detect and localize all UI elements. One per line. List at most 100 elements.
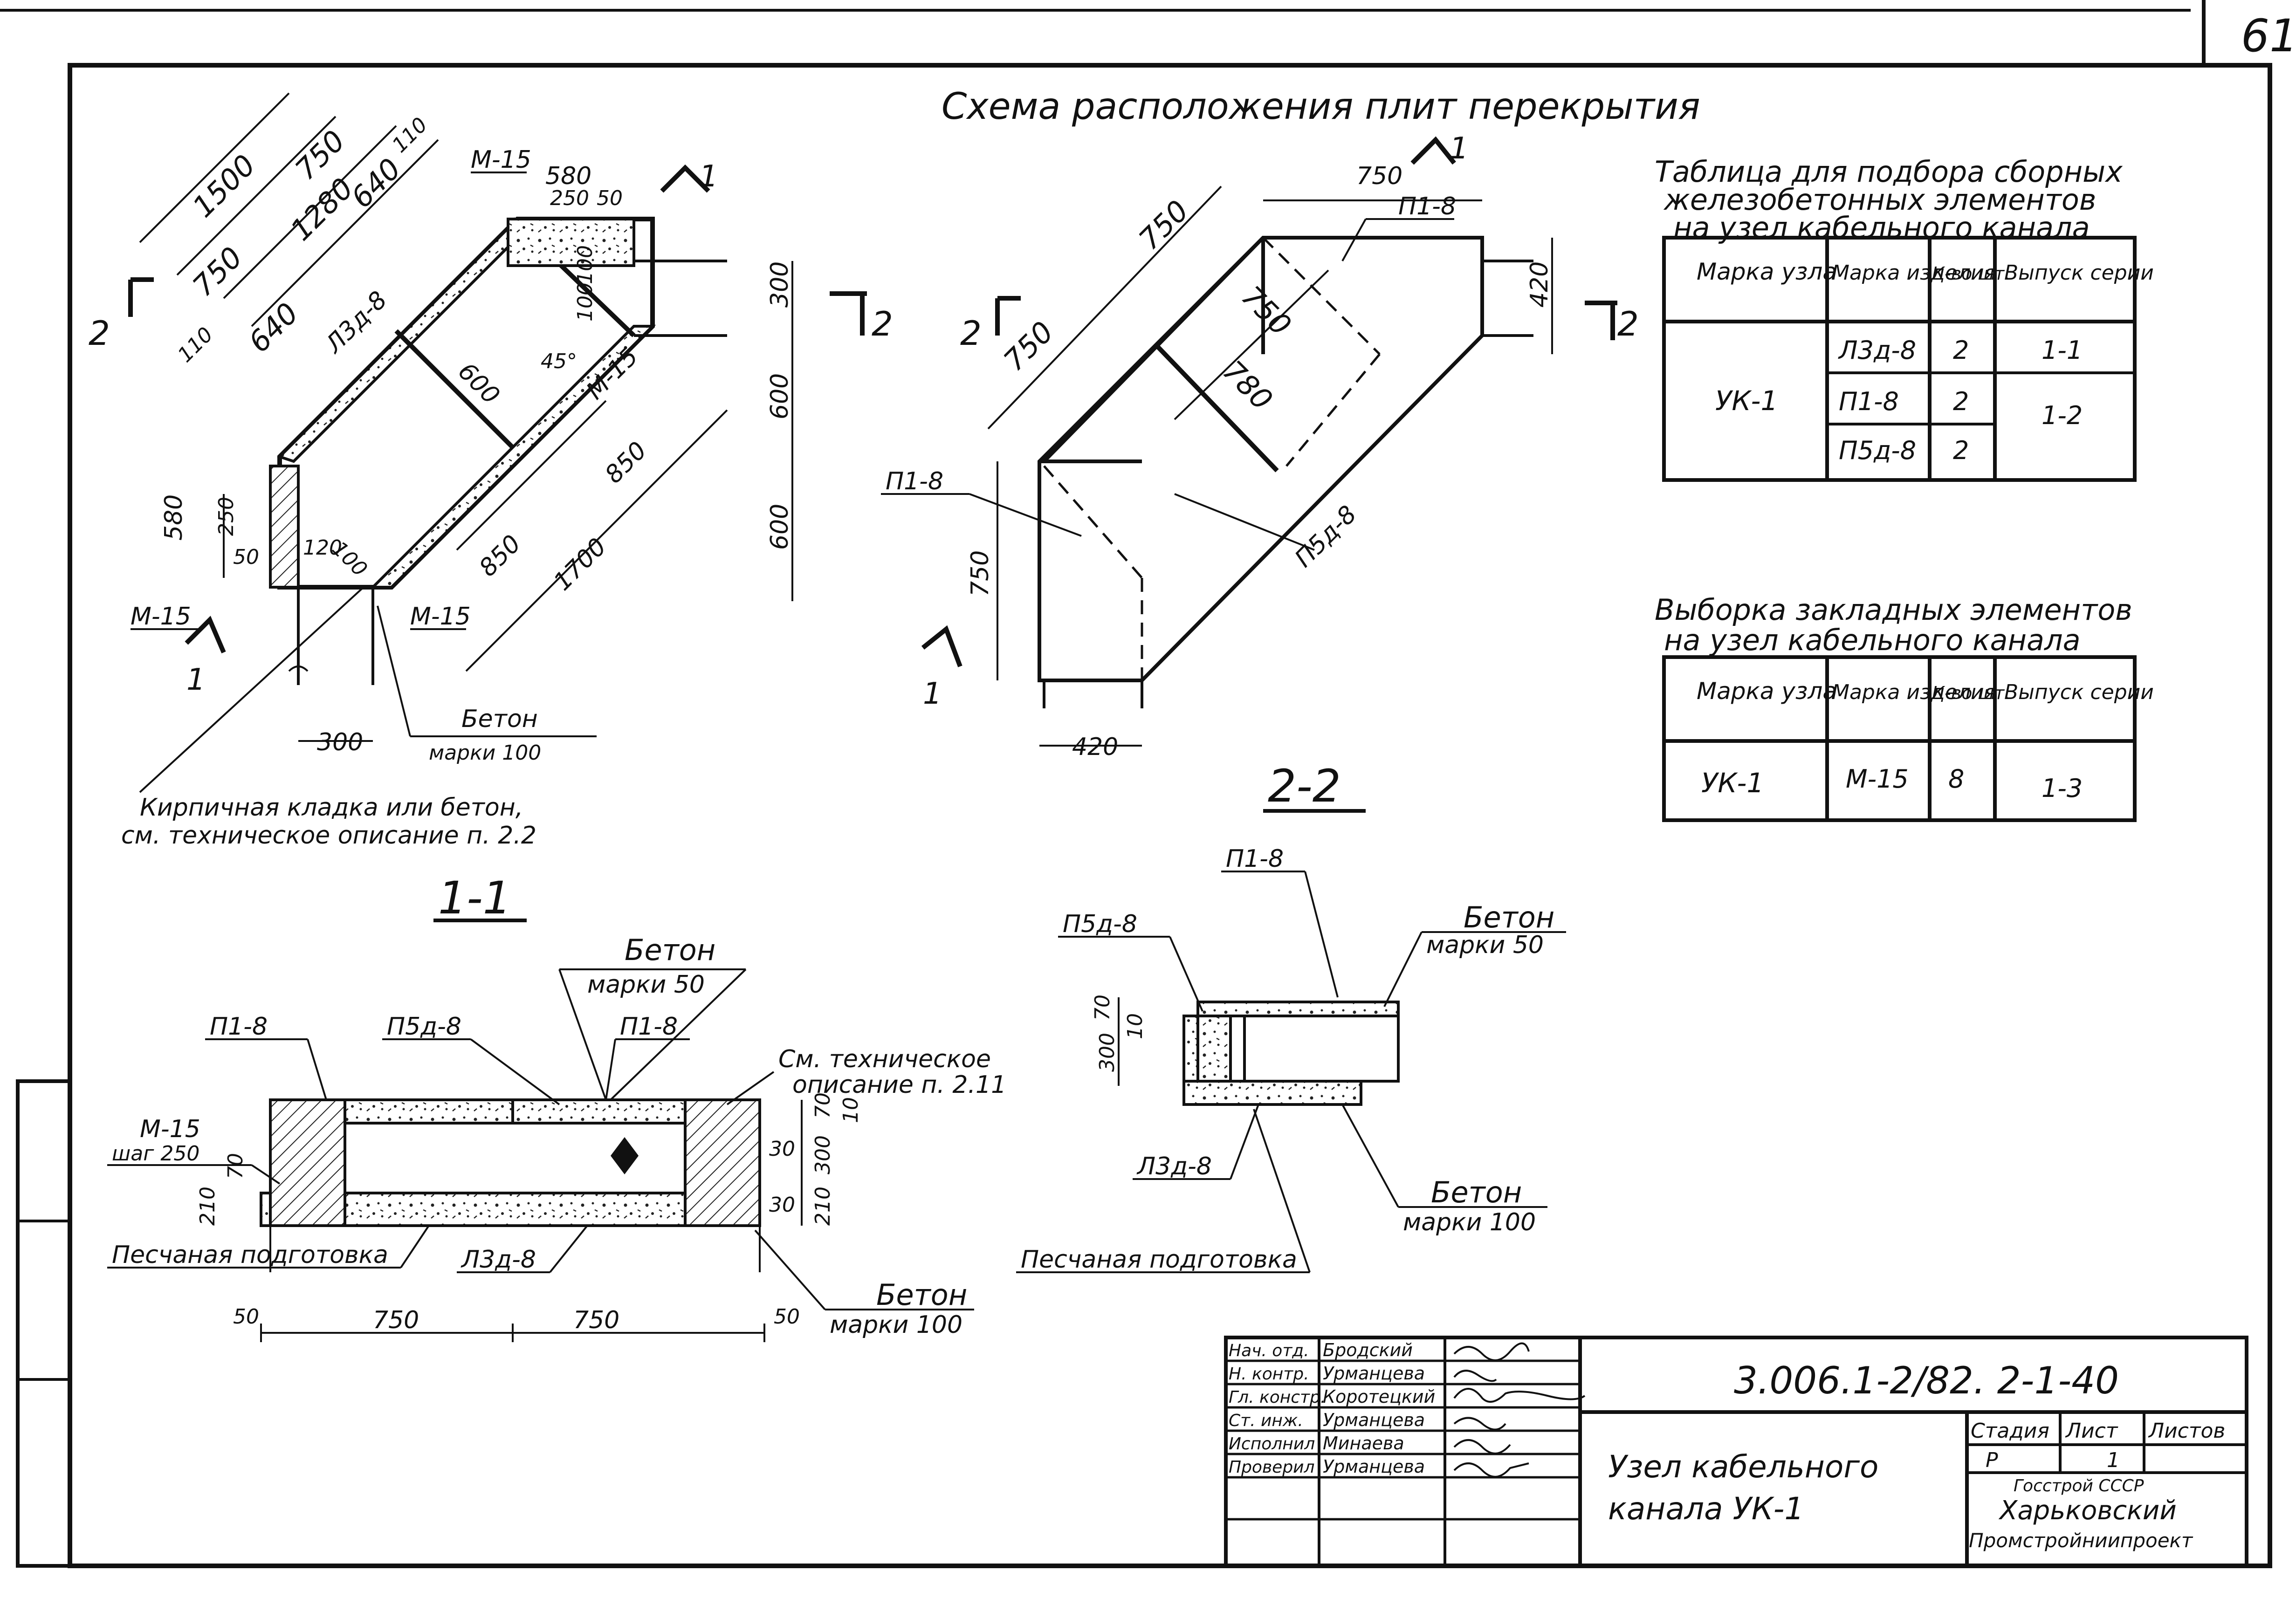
plan-title: Схема расположения плит перекрытия <box>942 86 1700 128</box>
plan2-dim: 750 <box>997 315 1060 377</box>
plan-dim: 300 <box>766 261 794 308</box>
section11-label-beton2-grade: марки 100 <box>830 1311 962 1339</box>
title-block: Нач. отд. Н. контр. Гл. констр. Ст. инж.… <box>1224 1336 2248 1568</box>
section11-dim: 750 <box>573 1306 619 1334</box>
title-block-code: 3.006.1-2/82. 2-1-40 <box>1734 1359 2119 1402</box>
title-block-role: Проверил <box>1229 1458 1315 1477</box>
table-precast-header: Выпуск серии <box>2004 261 2154 285</box>
section11-note-2: описание п. 2.11 <box>792 1071 1006 1099</box>
section22-label-beton: Бетон <box>1464 900 1554 934</box>
section22-bottom-slab <box>1182 1080 1362 1106</box>
plan-dim: 580 <box>545 162 591 190</box>
plan-brick-left <box>269 465 300 589</box>
title-block-org-1: Госстрой СССР <box>2014 1476 2144 1495</box>
plan-label-m15: М-15 <box>131 603 191 631</box>
section11-label-l3d8: Л3д-8 <box>461 1246 536 1274</box>
plan-dim: 1280 <box>284 171 360 247</box>
plan-dim: 600 <box>766 373 794 419</box>
plan2-dim: 750 <box>1132 193 1195 256</box>
table-precast-title-3: на узел кабельного канала <box>1673 211 2090 245</box>
title-block-role: Исполнил <box>1229 1434 1315 1454</box>
plan2-label-p18: П1-8 <box>1398 192 1456 220</box>
plan-dim: 1700 <box>549 533 612 596</box>
section11-dim: 30 <box>769 1193 795 1217</box>
table-embedded-header: К-во шт. <box>1932 683 2010 703</box>
title-block-role: Ст. инж. <box>1229 1411 1303 1430</box>
table-precast-item: Л3д-8 <box>1838 336 1916 365</box>
table-precast-item: П1-8 <box>1839 387 1899 416</box>
plan2-dim: 750 <box>1356 162 1402 190</box>
plan2-dim: 420 <box>1526 261 1554 308</box>
plan-dim: 640 <box>242 296 305 359</box>
section11-label-step: шаг 250 <box>112 1142 199 1166</box>
table-precast-qty: 2 <box>1953 436 1969 465</box>
section22-dim: 10 <box>1123 1013 1147 1039</box>
plan-dim: 750 <box>186 240 249 303</box>
section22-label-p5d8: П5д-8 <box>1063 910 1137 938</box>
section22-label-p18: П1-8 <box>1226 845 1284 873</box>
plan-dim: 250 <box>550 186 589 210</box>
section11-label-beton: Бетон <box>625 933 715 967</box>
plan-dim: 580 <box>160 494 188 541</box>
section11-label-p18b: П1-8 <box>620 1013 678 1041</box>
plan-dim: 850 <box>600 437 653 489</box>
plan2-cut-mark-1-top: 1 <box>1410 131 1469 166</box>
title-block-name: Коротецкий <box>1323 1386 1435 1407</box>
table-embedded-title-2: на узел кабельного канала <box>1664 623 2081 657</box>
section11-note-1: См. техническое <box>778 1045 991 1073</box>
table-precast-node: УК-1 <box>1715 385 1778 417</box>
svg-text:1: 1 <box>1450 131 1469 166</box>
title-block-stage-label: Стадия <box>1971 1419 2049 1443</box>
plan-2-layout: 750 750 750 750 780 420 750 420 П1-8 П1-… <box>881 131 1639 761</box>
plan-dim: 100 <box>573 282 597 322</box>
plan-dim: 50 <box>597 186 623 210</box>
section-1-1: 750 750 50 50 70 10 30 300 210 30 70 210… <box>107 933 1006 1342</box>
table-embedded-qty: 8 <box>1948 764 1964 794</box>
section22-label-beton2-grade: марки 100 <box>1403 1208 1536 1236</box>
plan-m15-block-top <box>507 218 635 267</box>
table-embedded-header: Марка узла <box>1697 678 1837 705</box>
signatures <box>1453 1342 1586 1478</box>
cut-mark-2-right: 2 <box>830 291 893 343</box>
section11-dim: 50 <box>774 1305 800 1329</box>
plan-slab-joint-1 <box>394 329 515 449</box>
table-precast: Таблица для подбора сборных железобетонн… <box>1655 155 2154 482</box>
svg-text:2: 2 <box>872 304 893 343</box>
section-2-2: 70 10 300 П1-8 П5д-8 Бетон марки 50 Л3д-… <box>1016 845 1566 1274</box>
title-block-sheets-label: Листов <box>2148 1419 2225 1443</box>
plan-dim: 750 <box>289 123 351 186</box>
plan-l3d8-wall-bottom <box>369 325 656 589</box>
svg-text:1: 1 <box>699 159 718 194</box>
plan-label-beton-grade: марки 100 <box>429 741 541 765</box>
section22-label-sand: Песчаная подготовка <box>1021 1246 1297 1274</box>
table-precast-title-2: железобетонных элементов <box>1663 183 2096 217</box>
title-block-role: Гл. констр. <box>1229 1388 1326 1407</box>
plan-dim: 640 <box>344 151 407 214</box>
table-precast-qty: 2 <box>1953 336 1969 365</box>
section11-dim: 210 <box>811 1187 835 1226</box>
title-block-name: Бродский <box>1323 1340 1413 1360</box>
section11-left-wall <box>269 1098 346 1227</box>
section11-dim: 210 <box>196 1187 220 1226</box>
plan-dim: 600 <box>766 504 794 550</box>
svg-text:1: 1 <box>923 677 942 711</box>
table-embedded-series: 1-3 <box>2042 774 2083 803</box>
title-block-org-2: Харьковский <box>1998 1495 2177 1526</box>
section22-dim: 300 <box>1095 1033 1119 1072</box>
section22-label-beton2: Бетон <box>1431 1175 1522 1209</box>
section11-dim: 50 <box>233 1305 259 1329</box>
section11-label-p5d8: П5д-8 <box>387 1013 461 1041</box>
cut-mark-2-left: 2 <box>89 277 154 353</box>
section-1-1-title: 1-1 <box>438 872 511 924</box>
section11-dim: 30 <box>769 1137 795 1161</box>
title-block-name: Урманцева <box>1323 1363 1425 1384</box>
cut-mark-1-top: 1 <box>660 159 718 194</box>
plan-dim: 850 <box>474 530 527 583</box>
plan-dim: 250 <box>214 497 238 536</box>
plan-label-m15: М-15 <box>410 603 471 631</box>
section11-top-slab <box>269 1098 761 1125</box>
title-block-stage: Р <box>1986 1448 1998 1472</box>
plan-label-beton: Бетон <box>461 705 538 733</box>
title-block-org-3: Промстройниипроект <box>1969 1529 2193 1552</box>
table-precast-header: Марка узла <box>1697 258 1837 285</box>
